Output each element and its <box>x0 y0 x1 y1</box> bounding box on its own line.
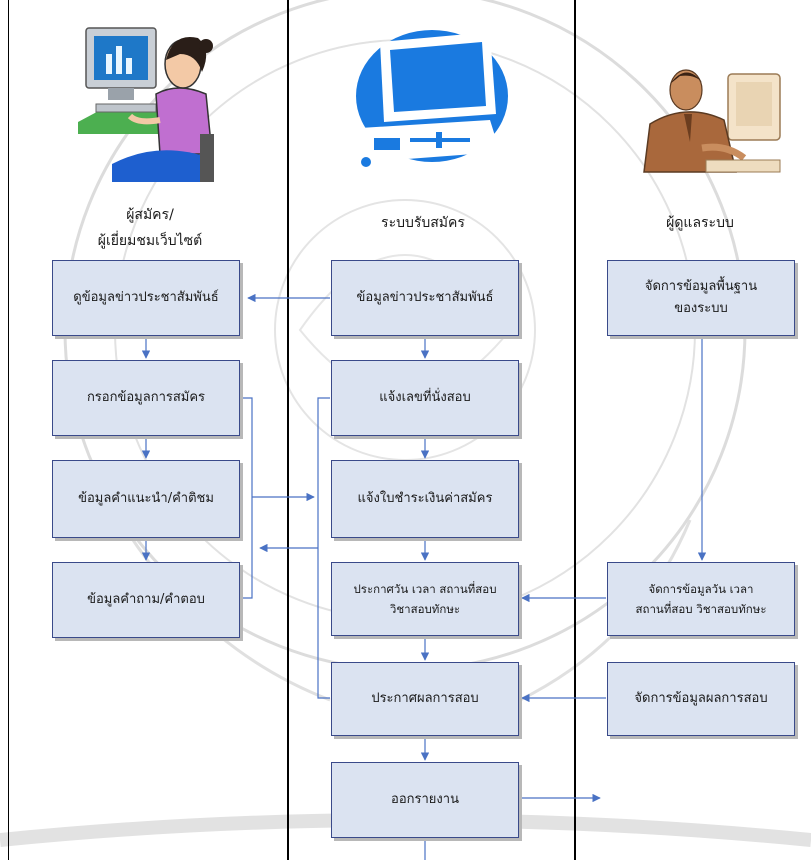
box-reports: ออกรายงาน <box>331 762 519 838</box>
lane-title-applicant-line2: ผู้เยี่ยมชมเว็บไซต์ <box>97 233 203 249</box>
lane-title-applicant-line1: ผู้สมัคร/ <box>126 207 174 223</box>
computer-system-icon <box>356 30 508 167</box>
box-exam-results: ประกาศผลการสอบ <box>331 662 519 736</box>
lane-title-applicant: ผู้สมัคร/ ผู้เยี่ยมชมเว็บไซต์ <box>50 202 250 254</box>
box-results-data: จัดการข้อมูลผลการสอบ <box>607 662 795 736</box>
box-exam-schedule: ประกาศวัน เวลา สถานที่สอบ วิชาสอบทักษะ <box>331 562 519 636</box>
lane-title-admin: ผู้ดูแลระบบ <box>666 215 734 231</box>
lane-title-system: ระบบรับสมัคร <box>381 215 465 231</box>
lane-registration-system <box>287 0 576 860</box>
box-fill-application: กรอกข้อมูลการสมัคร <box>52 360 240 436</box>
bracket-applicant-to-system <box>236 397 253 599</box>
applicant-at-computer-icon <box>78 27 214 182</box>
box-faq: ข้อมูลคำถาม/คำตอบ <box>52 562 240 638</box>
box-system-news: ข้อมูลข่าวประชาสัมพันธ์ <box>331 260 519 336</box>
box-payment-slip: แจ้งใบชำระเงินค่าสมัคร <box>331 460 519 538</box>
box-suggestions: ข้อมูลคำแนะนำ/คำติชม <box>52 460 240 538</box>
lane-applicant <box>8 0 289 860</box>
bracket-system-to-applicant <box>317 397 330 699</box>
box-schedule-data: จัดการข้อมูลวัน เวลา สถานที่สอบ วิชาสอบท… <box>607 562 795 636</box>
lane-administrator <box>574 0 811 860</box>
administrator-at-computer-icon <box>643 69 781 173</box>
box-seat-number: แจ้งเลขที่นั่งสอบ <box>331 360 519 436</box>
box-base-data: จัดการข้อมูลพื้นฐาน ของระบบ <box>607 260 795 336</box>
box-view-news: ดูข้อมูลข่าวประชาสัมพันธ์ <box>52 260 240 336</box>
